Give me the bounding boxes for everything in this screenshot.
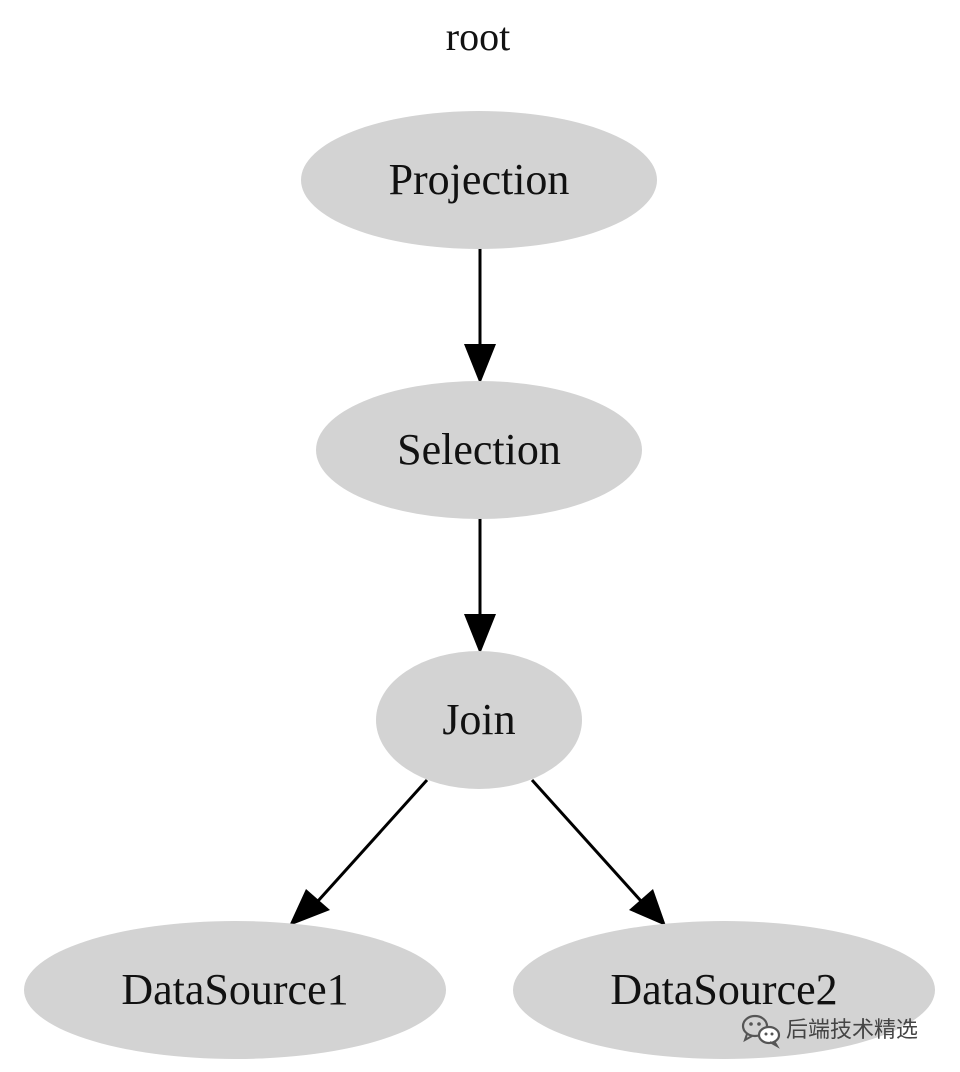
watermark: 后端技术精选 (741, 1014, 918, 1049)
node-selection: Selection (316, 381, 642, 519)
node-projection: Projection (301, 111, 657, 249)
node-selection-shape (316, 381, 642, 519)
arrowhead-join-to-datasource1 (289, 889, 330, 926)
node-projection-shape (301, 111, 657, 249)
node-projection-label: Projection (389, 155, 570, 204)
node-datasource2: DataSource2 (513, 921, 935, 1059)
edges (289, 248, 666, 926)
arrowhead-projection-to-selection (464, 344, 496, 384)
node-join-label: Join (442, 695, 515, 744)
arrowhead-join-to-datasource2 (629, 889, 666, 926)
edge-join-to-datasource2 (530, 778, 643, 903)
watermark-text: 后端技术精选 (786, 1018, 918, 1043)
node-datasource2-shape (513, 921, 935, 1059)
node-selection-label: Selection (397, 425, 561, 474)
node-join-shape (376, 651, 582, 789)
node-datasource1: DataSource1 (24, 921, 446, 1059)
node-datasource1-shape (24, 921, 446, 1059)
arrowhead-selection-to-join (464, 614, 496, 654)
node-join: Join (376, 651, 582, 789)
node-datasource1-label: DataSource1 (121, 965, 348, 1014)
node-datasource2-label: DataSource2 (610, 965, 837, 1014)
graph-label: root (446, 14, 510, 59)
wechat-icon (741, 1014, 781, 1049)
edge-join-to-datasource1 (316, 778, 429, 903)
